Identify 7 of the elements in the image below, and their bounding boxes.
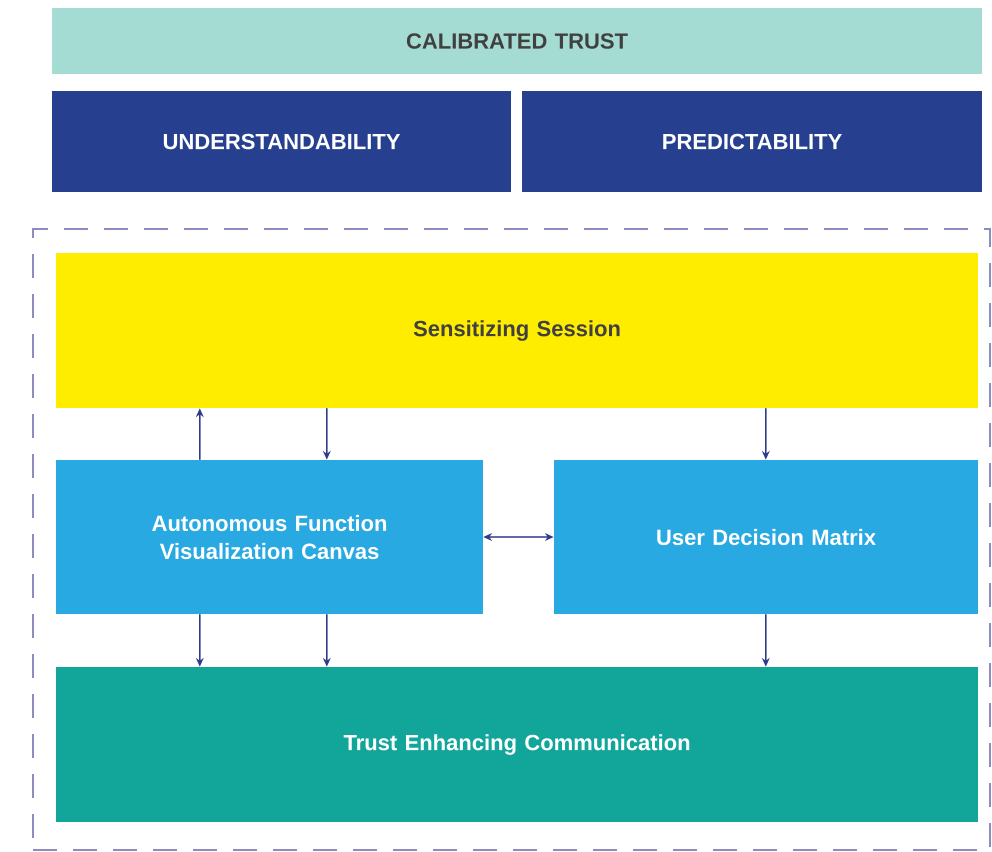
process-box: User Decision Matrix xyxy=(554,460,978,614)
header-box: PREDICTABILITY xyxy=(522,91,982,192)
header-box: UNDERSTANDABILITY xyxy=(52,91,511,192)
process-box: Sensitizing Session xyxy=(56,253,978,408)
process-box: Trust Enhancing Communication xyxy=(56,667,978,822)
banner: CALIBRATED TRUST xyxy=(52,8,982,74)
process-box: Autonomous Function Visualization Canvas xyxy=(56,460,483,614)
